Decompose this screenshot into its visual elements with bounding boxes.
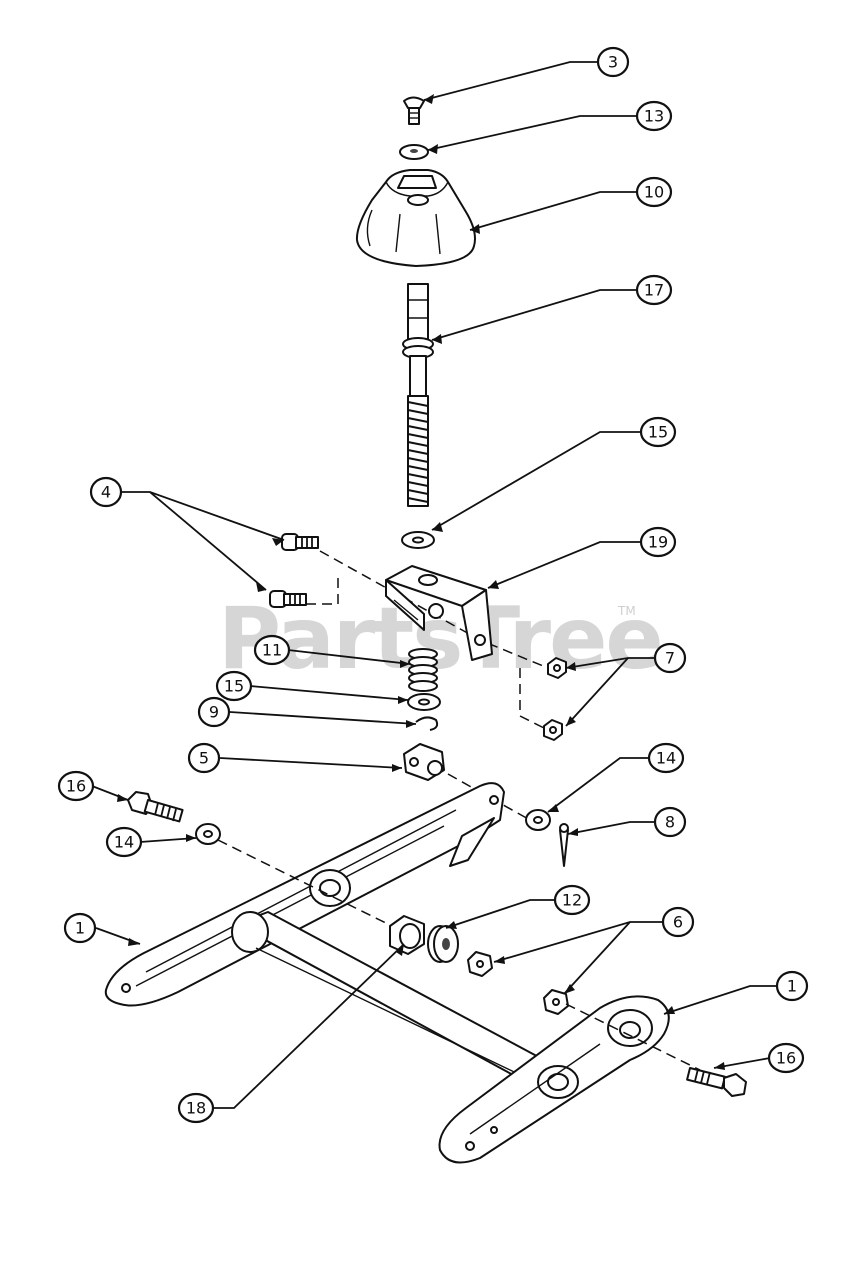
callout-label: 19 xyxy=(648,533,668,552)
part-shaft-17 xyxy=(402,283,434,507)
leader-arrowheads xyxy=(117,94,725,1070)
callout-label: 9 xyxy=(209,703,219,722)
callout-14-left: 14 xyxy=(105,826,143,858)
callout-12: 12 xyxy=(553,884,591,916)
part-spring-11 xyxy=(408,648,438,692)
part-spacer-12 xyxy=(427,925,459,963)
callout-3: 3 xyxy=(596,46,630,78)
part-pin-8 xyxy=(559,823,569,867)
callout-label: 16 xyxy=(776,1049,796,1068)
callout-17: 17 xyxy=(635,274,673,306)
part-washer-15-lower xyxy=(407,693,441,711)
part-washer-13 xyxy=(399,144,429,160)
part-lever-arm xyxy=(104,782,505,1007)
callout-13: 13 xyxy=(635,100,673,132)
callout-label: 15 xyxy=(224,677,244,696)
part-washer-14-right xyxy=(525,809,551,831)
callout-label: 5 xyxy=(199,749,209,768)
callout-18: 18 xyxy=(177,1092,215,1124)
callout-16-left: 16 xyxy=(57,770,95,802)
callout-label: 10 xyxy=(644,183,664,202)
callout-label: 13 xyxy=(644,107,664,126)
watermark-trademark: TM xyxy=(617,604,636,618)
part-knob-10 xyxy=(355,169,476,267)
callout-8: 8 xyxy=(653,806,687,838)
callout-label: 8 xyxy=(665,813,675,832)
part-clip-9 xyxy=(415,716,439,731)
callout-15-lower: 15 xyxy=(215,670,253,702)
callout-label: 12 xyxy=(562,891,582,910)
part-bracket-19 xyxy=(385,565,493,661)
callout-16-right: 16 xyxy=(767,1042,805,1074)
callout-label: 18 xyxy=(186,1099,206,1118)
part-washer-15-upper xyxy=(401,531,435,549)
callout-6: 6 xyxy=(661,906,695,938)
callout-11: 11 xyxy=(253,634,291,666)
part-bolt-16-left xyxy=(127,791,184,823)
callout-label: 17 xyxy=(644,281,664,300)
part-pivot-block-5 xyxy=(403,743,445,781)
callout-label: 11 xyxy=(262,641,282,660)
callout-10: 10 xyxy=(635,176,673,208)
callout-14-right: 14 xyxy=(647,742,685,774)
callout-1-left: 1 xyxy=(63,912,97,944)
callout-19: 19 xyxy=(639,526,677,558)
callout-9: 9 xyxy=(197,696,231,728)
parts-illustration xyxy=(104,96,747,1164)
part-bolts-4 xyxy=(269,533,319,608)
callout-label: 1 xyxy=(787,977,797,996)
part-washer-14-left xyxy=(195,823,221,845)
callout-label: 4 xyxy=(101,483,111,502)
part-nuts-7 xyxy=(543,657,567,741)
callout-label: 6 xyxy=(673,913,683,932)
part-bushing-18 xyxy=(389,915,425,955)
part-screw-3 xyxy=(403,96,425,125)
callout-1-right: 1 xyxy=(775,970,809,1002)
part-bolt-16-right xyxy=(686,1067,747,1097)
callout-label: 14 xyxy=(656,749,676,768)
leader-lines xyxy=(91,61,776,1109)
callout-label: 14 xyxy=(114,833,134,852)
callout-label: 7 xyxy=(665,649,675,668)
part-nuts-6 xyxy=(467,951,569,1015)
callout-label: 3 xyxy=(608,53,618,72)
callout-5: 5 xyxy=(187,742,221,774)
callout-label: 1 xyxy=(75,919,85,938)
callout-15-upper: 15 xyxy=(639,416,677,448)
part-lower-arm xyxy=(438,995,670,1164)
callout-7: 7 xyxy=(653,642,687,674)
callout-label: 16 xyxy=(66,777,86,796)
callout-4: 4 xyxy=(89,476,123,508)
callout-label: 15 xyxy=(648,423,668,442)
